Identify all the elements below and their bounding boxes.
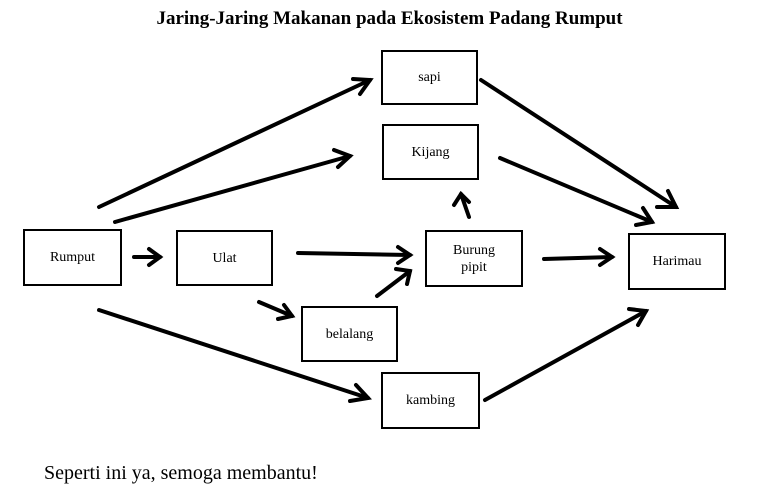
arrow-ulat-to-belalang	[257, 300, 296, 321]
arrow-rumput-to-sapi	[97, 77, 374, 209]
arrow-rumput-to-kijang	[113, 148, 354, 224]
node-burung-pipit-text: Burung pipit	[453, 242, 495, 276]
arrow-rumput-to-ulat	[132, 247, 164, 267]
arrow-ulat-to-burung-pipit	[296, 245, 414, 265]
node-burung-pipit-label-line2: pipit	[461, 259, 487, 275]
node-harimau: Harimau	[628, 233, 726, 290]
node-burung-pipit-label-line1: Burung	[453, 242, 495, 258]
arrow-belalang-to-burung-pipit	[375, 267, 413, 298]
node-harimau-label: Harimau	[652, 254, 702, 269]
arrow-rumput-to-kambing	[97, 308, 372, 403]
node-belalang: belalang	[301, 306, 398, 362]
arrow-burung-pipit-to-harimau	[542, 247, 616, 267]
arrow-burung-pipit-to-kijang	[452, 190, 471, 219]
diagram-title: Jaring-Jaring Makanan pada Ekosistem Pad…	[156, 8, 623, 29]
arrow-kambing-to-harimau	[483, 307, 650, 402]
node-kambing: kambing	[381, 372, 480, 429]
node-sapi-label: sapi	[418, 70, 441, 85]
node-kambing-label: kambing	[406, 393, 455, 408]
node-ulat: Ulat	[176, 230, 273, 286]
node-rumput: Rumput	[23, 229, 122, 286]
node-belalang-label: belalang	[325, 326, 374, 342]
arrow-kijang-to-harimau	[498, 156, 656, 227]
node-rumput-label: Rumput	[49, 250, 96, 265]
node-ulat-label: Ulat	[212, 250, 237, 266]
node-burung-pipit: Burung pipit	[425, 230, 523, 287]
node-sapi: sapi	[381, 50, 478, 105]
arrow-sapi-to-harimau	[479, 78, 680, 209]
node-kijang-label: Kijang	[411, 144, 450, 160]
node-kijang: Kijang	[382, 124, 479, 180]
caption-text: Seperti ini ya, semoga membantu!	[44, 462, 318, 484]
